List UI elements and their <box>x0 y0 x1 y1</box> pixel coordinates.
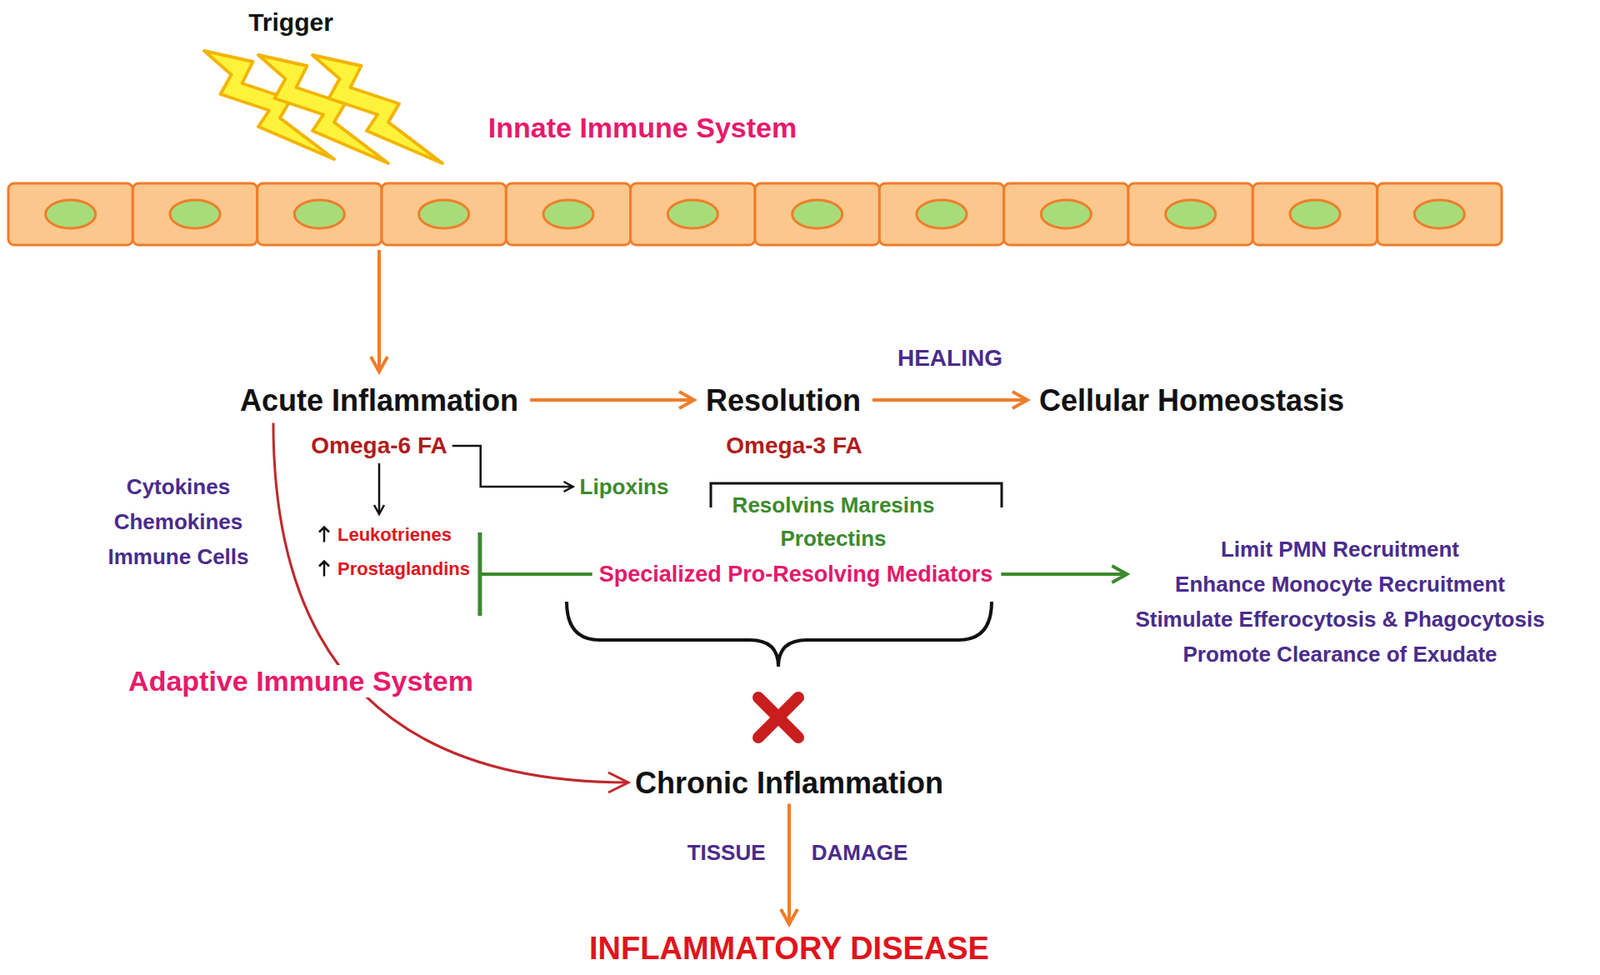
spm-brace <box>566 601 992 667</box>
outcome-label: INFLAMMATORY DISEASE <box>589 929 990 968</box>
mediator-list: Resolvins Maresins Protectins <box>708 488 959 555</box>
stage-label: Chronic Inflammation <box>635 765 944 801</box>
system-label: Innate Immune System <box>488 110 797 145</box>
cell-body <box>1004 183 1129 245</box>
node-text: Leukotrienes <box>337 517 470 552</box>
cell-body <box>1377 183 1502 245</box>
cell-nucleus <box>916 200 967 229</box>
connector <box>273 423 629 784</box>
edge-label: Adaptive Immune System <box>125 665 477 698</box>
edge-label: HEALING <box>897 345 1003 372</box>
connector <box>480 572 593 576</box>
cell-nucleus <box>1165 200 1216 229</box>
edge-label: TISSUE DAMAGE <box>687 840 909 866</box>
cell-body <box>505 183 630 245</box>
connector <box>872 398 1028 402</box>
fatty-acid-label: Omega-6 FA <box>310 431 447 460</box>
connector <box>378 463 381 515</box>
cell-nucleus <box>1290 200 1340 229</box>
epithelial-cells <box>8 183 1502 245</box>
connector <box>452 445 574 487</box>
node-text: Stimulate Efferocytosis & Phagocytosis <box>1135 601 1545 637</box>
innate-arrow <box>377 250 381 372</box>
cell-body <box>1128 183 1253 245</box>
cell-body <box>879 183 1004 245</box>
node-text: Omega-6 FA <box>310 431 447 460</box>
node-text: Cellular Homeostasis <box>1039 382 1345 419</box>
cell-nucleus <box>792 200 843 229</box>
effect-list: Limit PMN RecruitmentEnhance Monocyte Re… <box>1135 531 1545 672</box>
cell-nucleus <box>419 200 470 229</box>
node-text: Enhance Monocyte Recruitment <box>1135 566 1545 602</box>
fatty-acid-label: Omega-3 FA <box>725 431 862 460</box>
node-text: Specialized Pro-Resolving Mediators <box>599 560 994 588</box>
stage-label: Acute Inflammation <box>240 382 519 419</box>
connector <box>530 398 695 402</box>
node-text: Resolution <box>705 382 861 419</box>
cell-body <box>257 183 382 245</box>
cell-nucleus <box>543 200 594 229</box>
cell-nucleus <box>667 200 718 229</box>
increase-arrow <box>319 561 330 577</box>
cell-nucleus <box>294 200 345 229</box>
cell-nucleus <box>45 200 96 229</box>
node-text: INFLAMMATORY DISEASE <box>589 929 990 968</box>
node-text: Chronic Inflammation <box>635 765 944 801</box>
mediator-list: Cytokines Chemokines Immune Cells <box>90 469 266 575</box>
cell-nucleus <box>1414 200 1465 229</box>
node-text: Promote Clearance of Exudate <box>1135 636 1545 672</box>
node-text: Prostaglandins <box>337 551 470 586</box>
stage-label: Resolution <box>705 382 861 419</box>
cell-body <box>8 183 133 245</box>
node-text: Acute Inflammation <box>240 382 519 419</box>
node-text: Lipoxins <box>580 474 670 500</box>
increase-arrow <box>319 527 330 543</box>
lightning-bolts <box>204 50 443 164</box>
blocked-cross <box>758 697 799 738</box>
mediator-label: Lipoxins <box>580 474 670 500</box>
cell-nucleus <box>170 200 220 229</box>
cell-body <box>381 183 506 245</box>
cell-body <box>1252 183 1377 245</box>
cell-body <box>132 183 257 245</box>
stage-label: Cellular Homeostasis <box>1039 382 1345 419</box>
connector <box>1000 572 1127 576</box>
cell-body <box>755 183 880 245</box>
mediator-label: Specialized Pro-Resolving Mediators <box>599 560 994 588</box>
trigger-label: Trigger <box>248 7 334 38</box>
mediator-list: LeukotrienesProstaglandins <box>337 517 470 586</box>
cell-nucleus <box>1040 200 1091 229</box>
node-text: Limit PMN Recruitment <box>1135 531 1545 567</box>
cell-body <box>630 183 755 245</box>
